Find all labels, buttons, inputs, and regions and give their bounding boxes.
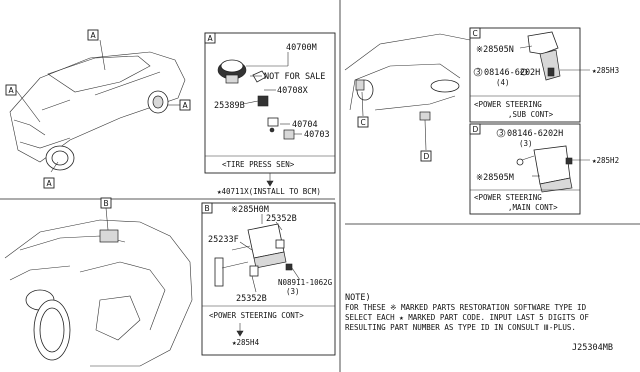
panel-tag: D (473, 125, 479, 134)
panel-c-caption-1: <POWER STEERING (474, 100, 542, 109)
part-25352b-bottom[interactable]: 25352B (236, 294, 267, 304)
callout-a-1[interactable]: A (5, 84, 17, 96)
panel-d-ref[interactable]: ★285H2 (592, 156, 619, 165)
panel-b-ref[interactable]: ★285H4 (232, 338, 260, 347)
part-40708x[interactable]: 40708X (277, 86, 309, 96)
callout-letter: A (47, 179, 53, 188)
callout-a-3[interactable]: A (43, 177, 55, 189)
note-line-1: FOR THESE ※ MARKED PARTS RESTORATION SOF… (345, 303, 587, 312)
part-08911-qty: (3) (286, 287, 300, 296)
front-vehicle-illustration (344, 33, 471, 151)
callout-letter: B (104, 199, 109, 208)
note-line-3: RESULTING PART NUMBER AS TYPE ID IN CONS… (345, 323, 576, 332)
note-block: NOTE) FOR THESE ※ MARKED PARTS RESTORATI… (345, 293, 589, 332)
part-28505m[interactable]: ※28505M (476, 173, 514, 183)
part-08911[interactable]: N08911-1062G (278, 278, 333, 287)
part-25389b[interactable]: 25389B (214, 101, 245, 111)
panel-a-caption: <TIRE PRESS SEN> (222, 160, 295, 169)
part-08146-c-qty: (4) (496, 78, 510, 87)
panel-tag: A (208, 34, 214, 43)
part-285h0m[interactable]: ※285H0M (231, 205, 269, 215)
part-08146-d[interactable]: 08146-6202H (507, 129, 563, 139)
dashboard-illustration (4, 207, 193, 367)
part-25233f[interactable]: 25233F (208, 235, 239, 245)
part-08146-d-qty: (3) (519, 139, 533, 148)
panel-d-caption-1: <POWER STEERING (474, 193, 542, 202)
callout-b[interactable]: B (100, 197, 112, 209)
panel-c-caption-2: ,SUB CONT> (508, 110, 554, 119)
circle-mark: 3 (476, 68, 481, 77)
panel-a-tire-press-sensor: A 40700M NOT FOR SALE 40708X 25389B 4070… (204, 32, 336, 196)
note-line-2: SELECT EACH ★ MARKED PART CODE. INPUT LA… (345, 313, 589, 322)
callout-a-4[interactable]: A (179, 99, 191, 111)
panel-d-power-steering-main-cont: D 3 08146-6202H (3) ※28505M <POWER STEER… (469, 123, 619, 215)
panel-d-caption-2: ,MAIN CONT> (508, 203, 558, 212)
part-28505n[interactable]: ※28505N (476, 45, 514, 55)
panel-b-caption: <POWER STEERING CONT> (209, 311, 304, 320)
callout-c[interactable]: C (357, 116, 369, 128)
part-40700m[interactable]: 40700M (286, 43, 317, 53)
part-40704[interactable]: 40704 (292, 120, 318, 130)
panel-tag: B (205, 204, 210, 213)
note-title: NOTE) (345, 293, 371, 303)
part-40703[interactable]: 40703 (304, 130, 330, 140)
circle-mark: 3 (499, 129, 504, 138)
panel-c-power-steering-sub-cont: C ※28505N 3 08146-6202H (4) <POWER STEER… (469, 27, 619, 123)
callout-letter: A (183, 101, 189, 110)
callout-letter: C (361, 118, 366, 127)
not-for-sale: NOT FOR SALE (264, 72, 325, 82)
vehicle-illustration (9, 39, 186, 173)
part-08146-c[interactable]: 08146-6202H (484, 68, 540, 78)
panel-c-ref[interactable]: ★285H3 (592, 66, 619, 75)
callout-a-2[interactable]: A (87, 29, 99, 41)
callout-letter: A (91, 31, 97, 40)
panel-b-power-steering-cont: B ※285H0M 25352B 25233F N08911-1062G (3)… (201, 202, 336, 356)
part-25352b-top[interactable]: 25352B (266, 214, 297, 224)
diagram-code: J25304MB (572, 343, 613, 353)
callout-d[interactable]: D (420, 150, 432, 162)
callout-letter: D (424, 152, 430, 161)
panel-a-ref[interactable]: ★40711X(INSTALL TO BCM) (217, 187, 321, 196)
callout-letter: A (9, 86, 15, 95)
panel-tag: C (473, 29, 478, 38)
